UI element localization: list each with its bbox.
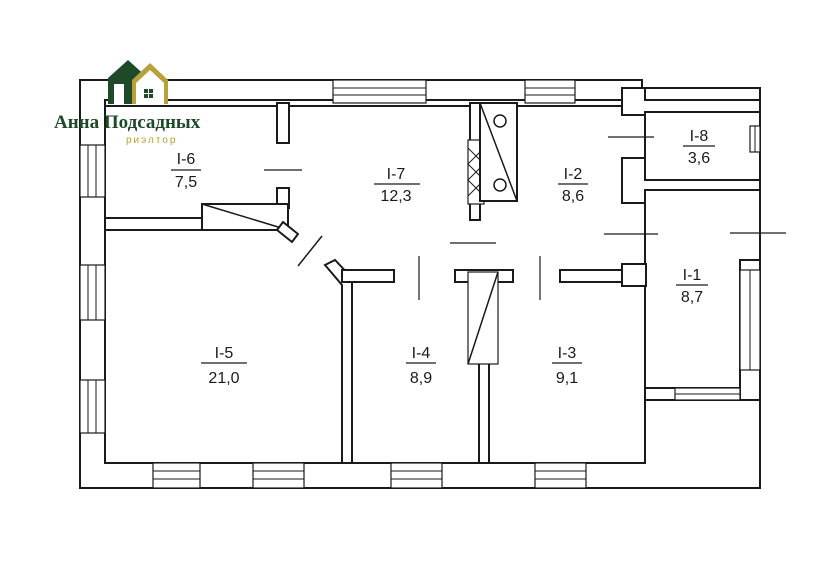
room-area: 3,6	[688, 150, 710, 167]
room-area: 21,0	[208, 370, 239, 387]
brand-name: Анна Подсадных	[54, 112, 201, 133]
window-bottom-4	[534, 462, 587, 489]
window-left-1	[79, 144, 106, 198]
room-area: 8,6	[562, 188, 584, 205]
window-i1-bottom	[674, 387, 741, 401]
room-label-i3: I-3 9,1	[552, 345, 582, 387]
door-markers	[264, 136, 786, 300]
room-id: I-1	[683, 267, 702, 284]
window-bottom-1	[152, 462, 201, 489]
window-bottom-2	[252, 462, 305, 489]
window-top-2	[524, 79, 576, 104]
room-label-i8: I-8 3,6	[683, 128, 715, 167]
room-area: 7,5	[175, 174, 197, 191]
brand-logo: Анна Подсадных риэлтор	[54, 60, 201, 146]
window-left-3	[79, 379, 106, 434]
room-id: I-6	[177, 151, 196, 168]
room-label-i4: I-4 8,9	[406, 345, 436, 387]
room-id: I-8	[690, 128, 709, 145]
outer-walls	[79, 79, 761, 489]
room-id: I-2	[564, 166, 583, 183]
windows	[79, 79, 761, 489]
window-left-2	[79, 264, 106, 321]
room-label-i6: I-6 7,5	[171, 151, 201, 191]
room-id: I-4	[412, 345, 431, 362]
room-area: 8,9	[410, 370, 432, 387]
window-top-1	[332, 79, 427, 104]
room-label-i7: I-7 12,3	[374, 166, 420, 205]
room-id: I-3	[558, 345, 577, 362]
room-id: I-5	[215, 345, 234, 362]
window-bottom-3	[390, 462, 443, 489]
window-i1-right	[739, 269, 761, 371]
room-area: 12,3	[380, 188, 411, 205]
room-label-i1: I-1 8,7	[676, 267, 708, 306]
window-i8-right	[749, 125, 761, 153]
room-label-i5: I-5 21,0	[201, 345, 247, 387]
room-area: 8,7	[681, 289, 703, 306]
room-label-i2: I-2 8,6	[558, 166, 588, 205]
room-id: I-7	[387, 166, 406, 183]
room-area: 9,1	[556, 370, 578, 387]
brand-subtitle: риэлтор	[126, 135, 177, 146]
house-logo-icon	[108, 60, 168, 104]
